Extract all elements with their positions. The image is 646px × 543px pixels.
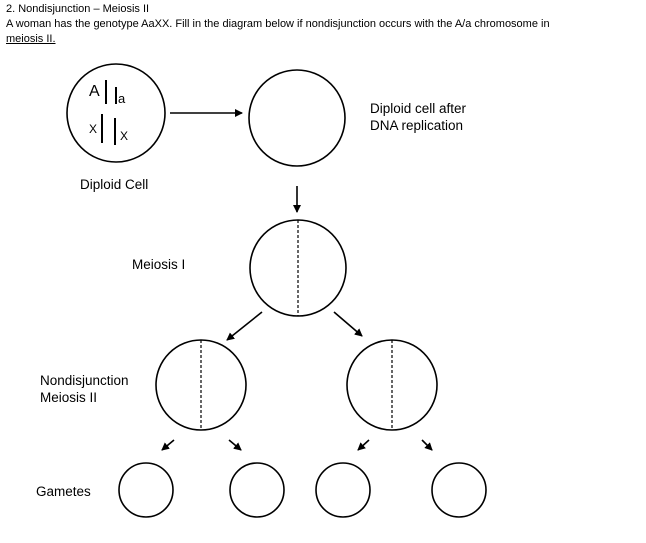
- question-text-continued: meiosis II.: [6, 33, 56, 45]
- arrow-to-right-meiosis-2-cell: [333, 311, 363, 337]
- arrow-to-gamete-1: [161, 439, 175, 451]
- arrow-to-gamete-3: [357, 439, 370, 451]
- replicated-cell-label-line2: DNA replication: [370, 118, 464, 133]
- chromosome-label-x-left: X: [89, 122, 97, 136]
- gamete-2-circle: [229, 462, 285, 518]
- gamete-1-circle: [118, 462, 174, 518]
- chromosome-label-x-right: X: [120, 129, 128, 143]
- replicated-cell-label: Diploid cell after DNA replication: [370, 100, 466, 134]
- arrow-to-left-meiosis-2-cell: [226, 311, 263, 341]
- gamete-3-circle: [315, 462, 371, 518]
- diploid-cell-circle: [66, 63, 166, 163]
- chromosome-label-a: a: [118, 91, 126, 106]
- question-text: A woman has the genotype AaXX. Fill in t…: [6, 18, 550, 30]
- arrow-to-gamete-4: [421, 439, 433, 451]
- nondisjunction-label: Nondisjunction Meiosis II: [40, 372, 129, 406]
- chromosomes: A a X X: [89, 80, 128, 145]
- gametes-label: Gametes: [36, 484, 91, 499]
- nondisjunction-label-line2: Meiosis II: [40, 390, 98, 405]
- replicated-cell-label-line1: Diploid cell after: [370, 101, 467, 116]
- question-title: 2. Nondisjunction – Meiosis II: [6, 3, 150, 15]
- nondisjunction-label-line1: Nondisjunction: [40, 373, 129, 388]
- chromosome-label-A: A: [89, 83, 100, 100]
- arrow-to-gamete-2: [228, 439, 242, 451]
- gamete-4-circle: [431, 462, 487, 518]
- meiosis-1-label: Meiosis I: [132, 257, 186, 272]
- diploid-cell-label: Diploid Cell: [80, 177, 149, 192]
- replicated-cell-circle: [248, 69, 346, 167]
